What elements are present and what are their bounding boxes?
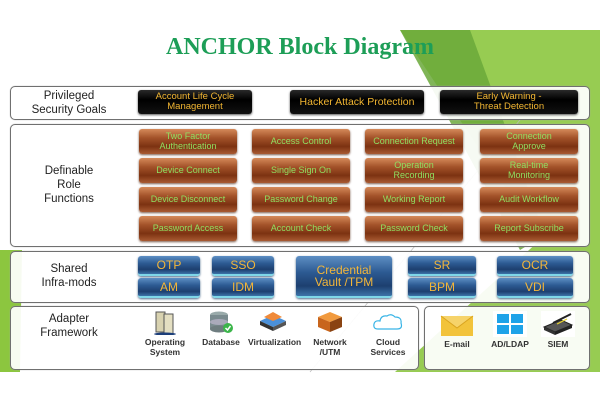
adapter-text: SIEM xyxy=(547,339,569,349)
goal-text: Management xyxy=(167,101,223,112)
infra-idm: IDM xyxy=(212,278,274,298)
role-function-account-check: Account Check xyxy=(252,216,350,241)
cloud-icon xyxy=(373,314,403,330)
role-text: Operation xyxy=(394,160,434,170)
goal-early-warning: Early Warning -Threat Detection xyxy=(440,90,578,114)
security-goals-label: Privileged Security Goals xyxy=(14,88,124,118)
role-function-password-check: Password Check xyxy=(365,216,463,241)
role-text: Connection xyxy=(506,131,552,141)
role-function-device-connect: Device Connect xyxy=(139,158,237,183)
role-text: Device Disconnect xyxy=(150,193,226,204)
role-text: Password Access xyxy=(152,222,224,233)
database-icon xyxy=(210,311,233,333)
virtualization-icon xyxy=(260,312,286,331)
role-function-report-subscribe: Report Subscribe xyxy=(480,216,578,241)
infra-otp: OTP xyxy=(138,256,200,276)
adapter-text: E-mail xyxy=(444,339,470,349)
label-line: Infra-mods xyxy=(41,277,97,289)
role-text: Authentication xyxy=(159,140,217,151)
infra-bpm: BPM xyxy=(408,278,476,298)
role-text: Real-time xyxy=(509,160,549,170)
label-line: Adapter xyxy=(48,313,90,325)
adapter-label: Adapter Framework xyxy=(14,308,124,344)
role-functions-label: Definable Role Functions xyxy=(14,126,124,244)
adapter-database: Database xyxy=(196,309,246,347)
adapter-text: Operating xyxy=(144,337,186,347)
role-function-connection-request: Connection Request xyxy=(365,129,463,154)
role-function-working-report: Working Report xyxy=(365,187,463,212)
adapter-text: AD/LDAP xyxy=(491,339,529,349)
infra-ocr: OCR xyxy=(497,256,573,276)
role-text: Access Control xyxy=(270,135,332,146)
goal-hacker-attack-protection: Hacker Attack Protection xyxy=(290,90,424,114)
role-function-password-change: Password Change xyxy=(252,187,350,212)
label-line: Functions xyxy=(44,193,94,205)
diagram-title: ANCHOR Block Diagram xyxy=(166,34,434,60)
windows-icon xyxy=(493,311,527,337)
role-text: Password Change xyxy=(264,193,338,204)
role-text: Working Report xyxy=(382,193,446,204)
goal-text: Hacker Attack Protection xyxy=(299,96,415,108)
role-text: Approve xyxy=(512,140,546,151)
role-text: Account Check xyxy=(270,222,332,233)
adapter-text: Cloud xyxy=(375,337,401,347)
adapter-text: Network xyxy=(313,337,347,347)
server-icon xyxy=(154,311,176,335)
role-text: Audit Workflow xyxy=(499,193,559,204)
role-text: Connection Request xyxy=(373,135,455,146)
goal-text: Threat Detection xyxy=(473,101,545,112)
adapter-text: Database xyxy=(202,337,240,347)
infra-label: Shared Infra-mods xyxy=(14,253,124,299)
role-text: Recording xyxy=(393,169,435,180)
adapter-email: E-mail xyxy=(432,311,482,349)
goal-text: Account Life Cycle xyxy=(155,91,235,102)
email-icon xyxy=(440,315,474,336)
infra-vdi: VDI xyxy=(497,278,573,298)
infra-text: Vault /TPM xyxy=(314,275,374,289)
goal-text: Early Warning - xyxy=(476,91,542,102)
infra-sso: SSO xyxy=(212,256,274,276)
label-line: Security Goals xyxy=(31,104,107,116)
label-line: Privileged xyxy=(43,90,95,102)
adapter-text: System xyxy=(149,347,181,357)
label-line: Shared xyxy=(50,263,88,275)
role-text: Two Factor xyxy=(165,131,211,141)
role-function-audit-workflow: Audit Workflow xyxy=(480,187,578,212)
role-text: Report Subscribe xyxy=(494,222,564,233)
adapter-virtualization: Virtualization xyxy=(248,309,302,347)
label-line: Definable xyxy=(44,165,94,177)
label-line: Role xyxy=(57,179,81,191)
scanner-icon xyxy=(541,311,575,337)
role-function-single-sign-on: Single Sign On xyxy=(252,158,350,183)
role-text: Monitoring xyxy=(507,169,551,180)
infra-text: Credential xyxy=(316,263,372,277)
adapter-text: /UTM xyxy=(319,347,341,357)
adapter-text: Virtualization xyxy=(248,337,302,347)
role-function-device-disconnect: Device Disconnect xyxy=(139,187,237,212)
adapter-network: Network/UTM xyxy=(305,309,355,357)
role-text: Device Connect xyxy=(156,164,220,175)
role-text: Password Check xyxy=(380,222,448,233)
network-icon xyxy=(318,312,342,332)
role-function-access-control: Access Control xyxy=(252,129,350,154)
infra-sr: SR xyxy=(408,256,476,276)
adapter-ad-ldap: AD/LDAP xyxy=(485,311,535,349)
role-function-password-access: Password Access xyxy=(139,216,237,241)
adapter-siem: SIEM xyxy=(533,311,583,349)
adapter-text: Services xyxy=(370,347,406,357)
label-line: Framework xyxy=(40,327,98,339)
role-text: Single Sign On xyxy=(270,164,332,175)
infra-am: AM xyxy=(138,278,200,298)
